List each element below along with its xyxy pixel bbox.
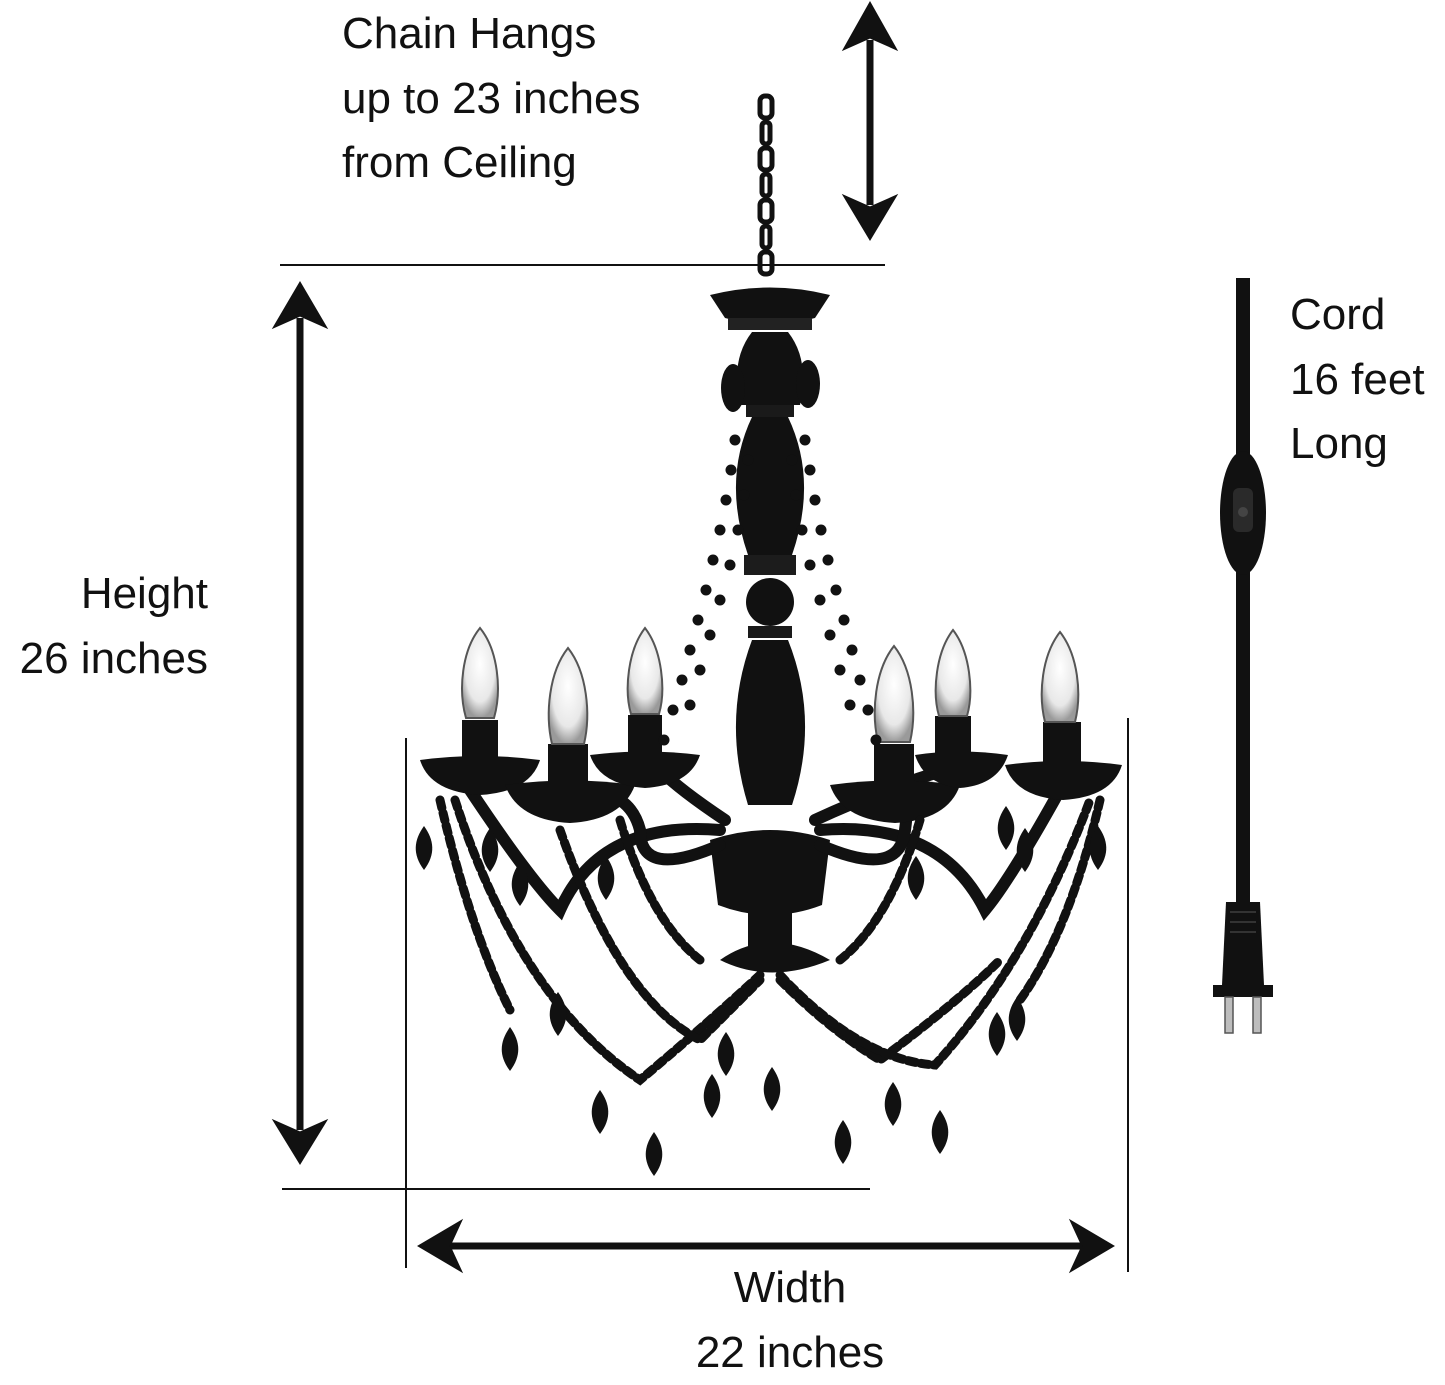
- height-label: Height 26 inches: [0, 562, 208, 691]
- cord-label-line-3: Long: [1290, 419, 1388, 469]
- cord-label-line-2: 16 feet: [1290, 354, 1425, 404]
- chain-label-line-2: up to 23 inches: [342, 73, 641, 123]
- power-cord: [1213, 278, 1273, 1034]
- guide-lines: [280, 264, 1129, 1272]
- chain-length-label: Chain Hangs up to 23 inches from Ceiling: [342, 2, 640, 196]
- width-arrow: [417, 1218, 1115, 1274]
- inline-switch-icon: [1220, 451, 1266, 575]
- swag-garlands: [435, 795, 1105, 1086]
- hanging-chain: [757, 93, 775, 277]
- width-label: Width 22 inches: [640, 1256, 940, 1385]
- height-arrow: [271, 281, 329, 1165]
- chain-label-line-1: Chain Hangs: [342, 9, 597, 58]
- plug-icon: [1213, 902, 1273, 1034]
- height-label-line-2: 26 inches: [19, 633, 208, 683]
- chandelier-illustration: [415, 93, 1122, 1176]
- height-label-line-1: Height: [80, 569, 208, 618]
- cord-length-label: Cord 16 feet Long: [1290, 283, 1425, 477]
- width-label-line-2: 22 inches: [695, 1327, 885, 1377]
- width-label-line-1: Width: [733, 1263, 847, 1312]
- cord-label-line-1: Cord: [1290, 290, 1386, 339]
- chain-arrow: [841, 0, 899, 241]
- chain-label-line-3: from Ceiling: [342, 138, 577, 188]
- bulbs: [461, 626, 1080, 745]
